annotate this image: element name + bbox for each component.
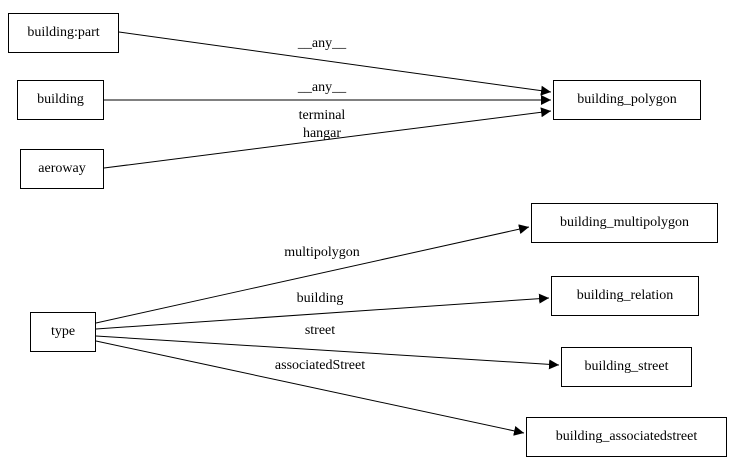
edge-aeroway-to-buildingpolygon	[103, 107, 552, 169]
node-building-label: building	[37, 92, 84, 107]
node-building-relation-label: building_relation	[576, 288, 674, 303]
node-building: building	[17, 80, 104, 120]
node-type-label: type	[50, 324, 76, 339]
edge-label-associatedstreet: associatedStreet	[274, 358, 366, 373]
edge-buildingpart-to-buildingpolygon	[118, 31, 552, 96]
edge-type-to-buildingrelation	[95, 293, 550, 330]
node-building-part-label: building:part	[27, 25, 100, 40]
edge-label-building: building	[296, 291, 344, 306]
node-building-multipolygon-label: building_multipolygon	[559, 215, 690, 230]
edge-label-multipolygon: multipolygon	[284, 245, 360, 260]
node-building-street-label: building_street	[584, 359, 669, 374]
node-aeroway-label: aeroway	[38, 161, 86, 176]
node-building-associatedstreet: building_associatedstreet	[526, 417, 727, 457]
node-building-polygon: building_polygon	[553, 80, 701, 120]
node-building-part: building:part	[8, 13, 119, 53]
node-aeroway: aeroway	[20, 149, 104, 189]
edge-type-to-buildingstreet	[95, 335, 560, 370]
edge-type-to-buildingmultipolygon	[95, 224, 530, 324]
node-type: type	[30, 312, 96, 352]
edge-label-any-building: __any__	[297, 80, 347, 95]
node-building-polygon-label: building_polygon	[577, 92, 677, 107]
node-building-associatedstreet-label: building_associatedstreet	[555, 429, 698, 444]
node-building-relation: building_relation	[551, 276, 699, 316]
edge-label-terminal-hangar: terminal hangar	[298, 108, 346, 141]
edge-label-street: street	[304, 323, 336, 338]
node-building-street: building_street	[561, 347, 692, 387]
edge-label-any-buildingpart: __any__	[297, 36, 347, 51]
edge-type-to-buildingassociatedstreet	[95, 340, 525, 436]
node-building-multipolygon: building_multipolygon	[531, 203, 718, 243]
